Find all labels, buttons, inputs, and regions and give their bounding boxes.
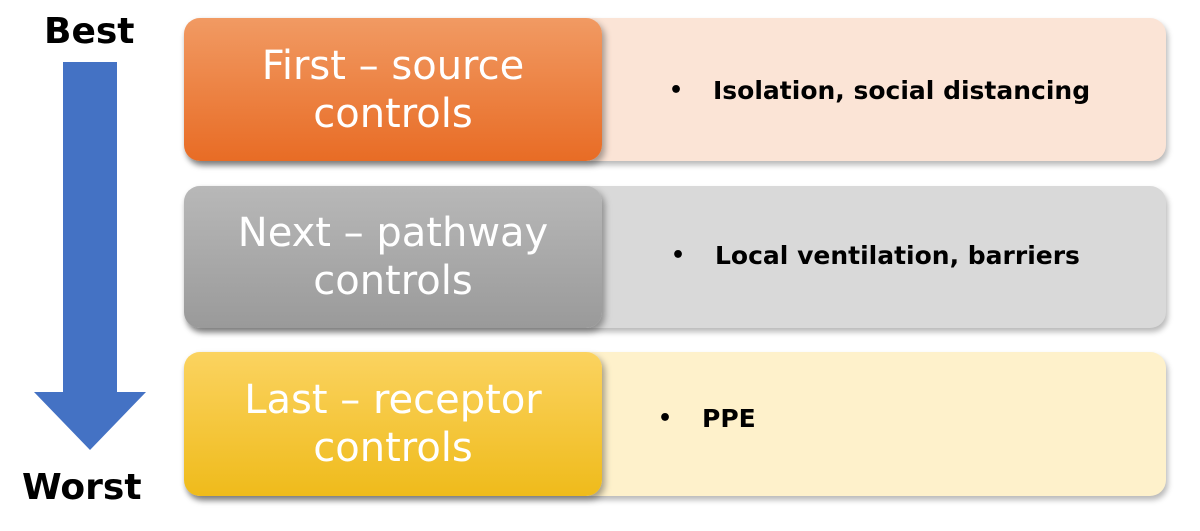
bullet-text: Isolation, social distancing (713, 76, 1091, 105)
bullet-item: • Local ventilation, barriers (671, 241, 1080, 270)
tier-title-line2: controls (313, 90, 473, 137)
tier-title-line1: First – source (261, 42, 525, 89)
bullet-text: Local ventilation, barriers (715, 241, 1080, 270)
tier-label-box: First – source controls (184, 18, 602, 161)
bullet-item: • Isolation, social distancing (669, 76, 1090, 105)
tier-label-box: Next – pathway controls (184, 186, 602, 328)
bullet-icon: • (669, 78, 684, 103)
bullet-text: PPE (702, 404, 756, 433)
tier-pathway-controls: • Local ventilation, barriers Next – pat… (184, 186, 1166, 328)
best-label: Best (44, 11, 135, 52)
tier-title-line1: Next – pathway (237, 210, 549, 256)
tier-title-line1: Last – receptor (244, 377, 542, 423)
bullet-icon: • (671, 243, 686, 268)
bullet-item: • PPE (658, 404, 756, 433)
tier-receptor-controls: • PPE Last – receptor controls (184, 352, 1166, 496)
tier-source-controls: • Isolation, social distancing First – s… (184, 18, 1166, 161)
tier-title-line2: controls (313, 258, 473, 304)
tier-label-box: Last – receptor controls (184, 352, 602, 496)
down-arrow-icon (34, 62, 146, 450)
bullet-icon: • (658, 406, 673, 431)
tier-title-line2: controls (313, 425, 473, 471)
worst-label: Worst (22, 467, 142, 508)
